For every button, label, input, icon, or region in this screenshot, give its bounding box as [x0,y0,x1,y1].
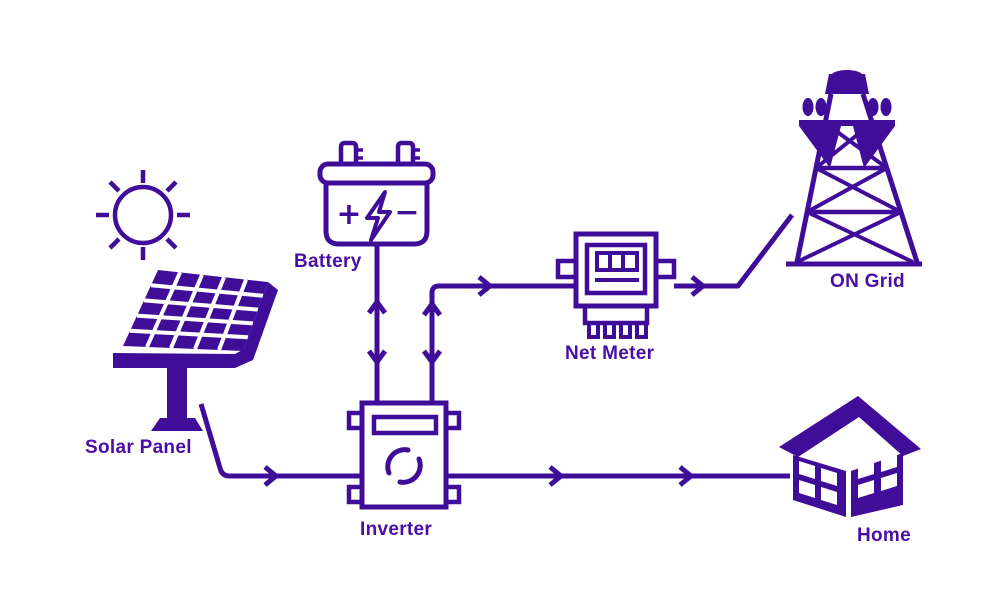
home-icon [779,396,921,517]
arrow-right-icon [678,465,695,487]
battery-icon: + − [317,140,436,247]
net-meter-label: Net Meter [565,343,655,364]
inverter-label: Inverter [360,519,433,540]
on-grid-label: ON Grid [830,271,905,292]
grid-tower-icon [786,70,922,267]
battery-plus-symbol: + [336,197,361,232]
arrow-up-icon [421,299,443,317]
net-meter-icon [555,231,677,339]
arrow-up-icon [366,297,388,315]
arrow-right-icon [477,275,494,297]
arrow-down-icon [366,349,388,367]
arrow-right-icon [548,465,565,487]
arrow-right-icon [263,465,280,487]
wire-solar-panel-to-inverter [198,403,362,487]
arrow-down-icon [421,349,443,367]
home-label: Home [857,525,911,546]
lightning-bolt-icon [365,190,392,242]
battery-minus-symbol: − [394,195,419,230]
wire-inverter-to-net-meter [421,275,576,403]
sun-icon [96,170,190,260]
solar-panel-icon [113,270,278,431]
wire-battery-to-inverter [366,244,388,403]
wire-inverter-to-home [446,465,790,487]
arrow-right-icon [690,275,707,297]
wire-net-meter-to-grid [674,213,794,297]
inverter-icon [346,400,462,510]
solar-panel-label: Solar Panel [85,437,192,458]
battery-label: Battery [294,251,362,272]
